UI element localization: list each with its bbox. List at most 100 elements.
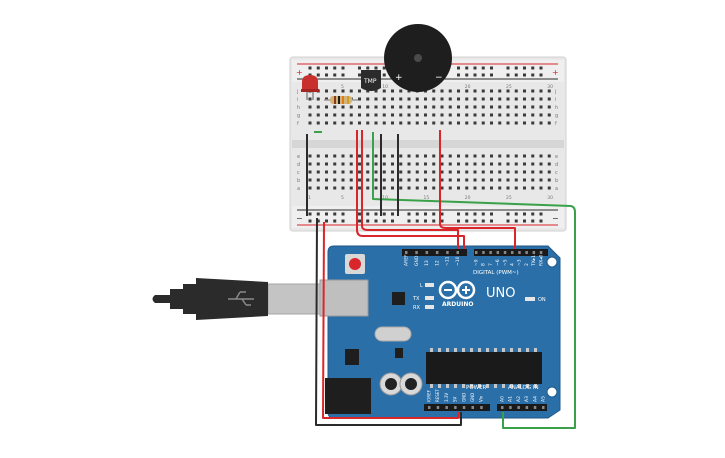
column-number-bottom: 15 xyxy=(424,195,430,201)
buzzer-minus-label: − xyxy=(435,73,443,83)
row-letter: i xyxy=(555,97,556,103)
power-pin-label: 3.3V xyxy=(444,393,449,402)
analog-header-label: ANALOG IN xyxy=(508,385,539,391)
digital-pin-label: 2 xyxy=(524,263,530,266)
row-letter: h xyxy=(297,105,300,111)
column-number-top: 30 xyxy=(547,84,553,90)
power-pin-label: 5V xyxy=(453,396,458,402)
row-letter: b xyxy=(297,178,300,184)
arduino-logo-icon xyxy=(438,280,476,300)
piezo-buzzer[interactable]: + − xyxy=(384,24,452,92)
wire-black-gnd-rail xyxy=(315,217,462,426)
digital-pin-label: ~5 xyxy=(502,259,508,266)
sensor-label: TMP xyxy=(363,78,377,85)
led-l-label: L xyxy=(420,283,423,289)
rail-minus-label-bottom: − xyxy=(296,214,303,223)
digital-pin-label: 4 xyxy=(510,263,516,266)
digital-pin-label: ~10 xyxy=(455,256,461,266)
analog-pin-label: A2 xyxy=(516,396,522,402)
resistor[interactable] xyxy=(324,96,358,104)
column-number-bottom: 30 xyxy=(547,195,553,201)
led-tx-label: TX xyxy=(412,296,420,302)
row-letter: f xyxy=(555,121,557,127)
digital-pin-label: RX◂0 xyxy=(538,255,544,266)
digital-pin-label: 7 xyxy=(488,263,494,266)
analog-pin-label: A4 xyxy=(532,396,538,402)
power-header[interactable] xyxy=(424,404,490,411)
row-letter: h xyxy=(555,105,558,111)
power-header-label: POWER xyxy=(466,385,487,391)
row-letter: a xyxy=(555,186,558,192)
rail-plus-label-right: + xyxy=(552,68,559,77)
row-letter: a xyxy=(297,186,300,192)
crystal xyxy=(374,326,412,342)
row-letter: d xyxy=(297,162,300,168)
digital-header-left[interactable] xyxy=(402,249,467,256)
microcontroller-chip xyxy=(426,352,542,384)
analog-pin-label: A0 xyxy=(500,396,506,402)
digital-pin-label: GND xyxy=(414,255,420,266)
buzzer-plus-label: + xyxy=(395,73,403,83)
digital-pin-label: ~6 xyxy=(495,259,501,266)
column-number-bottom: 25 xyxy=(506,195,512,201)
row-letter: j xyxy=(296,89,298,95)
wires[interactable] xyxy=(306,130,576,429)
temperature-sensor[interactable]: TMP xyxy=(361,70,381,91)
on-led-label: ON xyxy=(538,297,546,303)
analog-header[interactable] xyxy=(497,404,547,411)
power-pin-label: RESET xyxy=(435,389,440,402)
row-letter: f xyxy=(297,121,299,127)
digital-pin-label: 12 xyxy=(434,260,440,266)
wire-red-pin9 xyxy=(356,130,465,249)
digital-header-label: DIGITAL (PWM~) xyxy=(473,270,519,276)
breadboard[interactable]: 115510101515202025253030jjiihhggffeeddcc… xyxy=(289,56,567,232)
column-number-bottom: 5 xyxy=(341,195,344,201)
wire-green-a0 xyxy=(372,132,576,429)
wire-red-5v-rail xyxy=(322,221,459,419)
reset-button-cap[interactable] xyxy=(349,258,361,270)
power-pin-label: GND xyxy=(470,393,475,402)
column-number-bottom: 20 xyxy=(465,195,471,201)
column-number-top: 10 xyxy=(382,84,388,90)
analog-pin-label: A1 xyxy=(508,396,514,402)
rail-plus-label-top: + xyxy=(296,68,303,77)
row-letter: c xyxy=(297,170,300,176)
power-pin-label: Vin xyxy=(479,395,484,402)
usb-port xyxy=(319,279,369,317)
digital-pin-label: ~3 xyxy=(517,259,523,266)
wire-red-pin3 xyxy=(439,130,516,249)
digital-pin-label: AREF xyxy=(404,254,410,266)
column-number-top: 20 xyxy=(465,84,471,90)
column-number-bottom: 10 xyxy=(382,195,388,201)
arduino-model-text: UNO xyxy=(486,286,515,301)
row-letter: e xyxy=(555,154,558,160)
digital-pin-label: TX▸1 xyxy=(531,255,537,267)
column-number-bottom: 1 xyxy=(308,195,311,201)
row-letter: g xyxy=(555,113,558,119)
power-pin-label: IOREF xyxy=(427,389,432,402)
row-letter: c xyxy=(555,170,558,176)
analog-pin-label: A3 xyxy=(524,396,530,402)
digital-pin-label: ~9 xyxy=(474,259,480,266)
usb-cable xyxy=(152,278,321,320)
led-rx-label: RX xyxy=(413,305,420,311)
row-letter: j xyxy=(554,89,556,95)
wire-red-pin9b xyxy=(361,130,459,249)
digital-pin-label: 8 xyxy=(481,263,487,266)
usb-symbol-icon xyxy=(228,291,254,306)
red-led[interactable] xyxy=(301,75,319,100)
row-letter: b xyxy=(555,178,558,184)
column-number-top: 25 xyxy=(506,84,512,90)
power-pin-label: GND xyxy=(461,393,466,402)
row-letter: i xyxy=(297,97,298,103)
row-letter: e xyxy=(297,154,300,160)
power-jack xyxy=(325,378,371,414)
column-number-top: 5 xyxy=(341,84,344,90)
breadboard-holes: 115510101515202025253030jjiihhggffeeddcc… xyxy=(296,66,558,223)
digital-pin-label: ~11 xyxy=(445,256,451,266)
analog-pin-label: A5 xyxy=(541,396,547,402)
row-letter: d xyxy=(555,162,558,168)
